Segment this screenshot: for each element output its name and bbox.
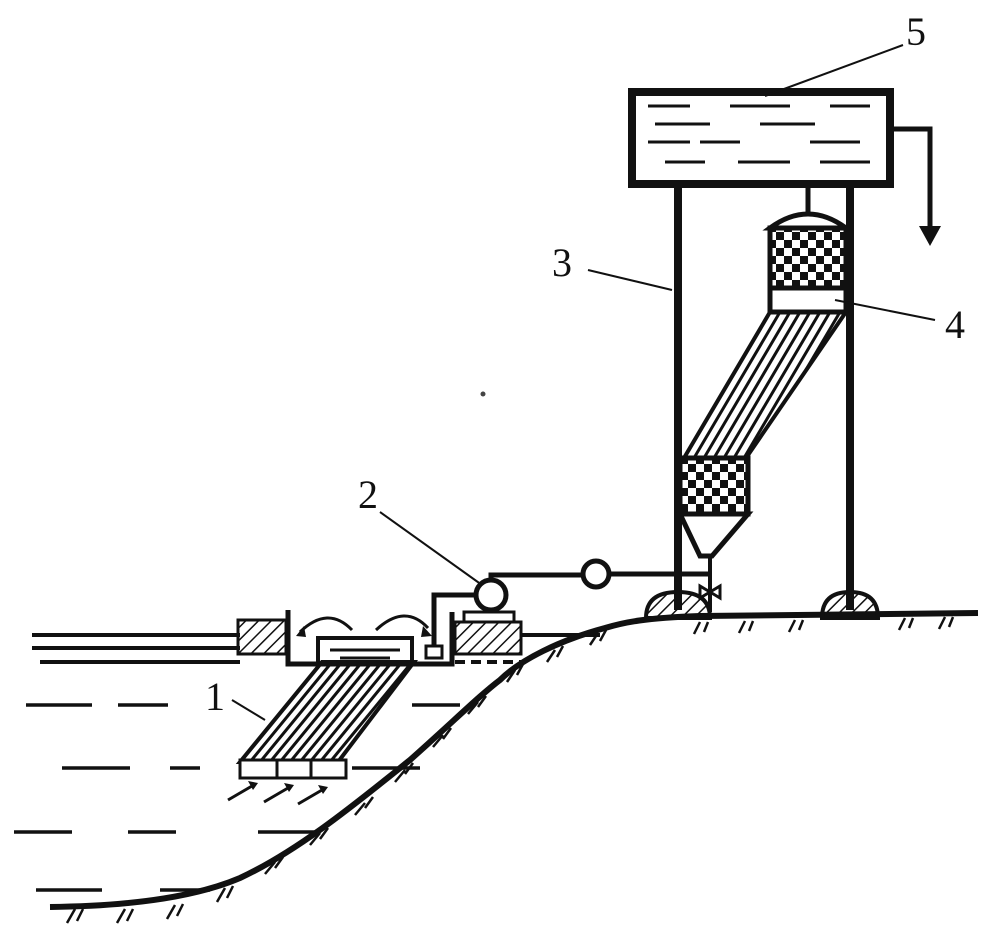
upper-filter — [762, 211, 854, 315]
leader-lines — [231, 44, 936, 721]
intake-left-block — [236, 618, 288, 656]
outlet-arrow — [919, 226, 941, 246]
tower-right-footing — [819, 589, 881, 620]
callout-labels: 1 2 3 4 5 — [205, 9, 965, 719]
pump-and-piping — [424, 556, 722, 660]
speck — [480, 391, 486, 397]
water-surface — [32, 633, 600, 664]
delivery-pipe — [488, 572, 583, 580]
suction-pipe — [431, 592, 476, 648]
lower-filter — [676, 455, 754, 559]
intake-flow-arrow-right — [374, 614, 430, 632]
callout-label-1: 1 — [205, 674, 225, 719]
leader-5 — [764, 44, 904, 97]
tower-left-footing — [643, 589, 713, 620]
pump-foundation — [453, 620, 523, 656]
leader-3 — [587, 269, 673, 291]
callout-label-5: 5 — [906, 9, 926, 54]
inlet-pipe-bundle — [227, 660, 419, 806]
ground-profile — [49, 610, 979, 910]
callout-label-3: 3 — [552, 240, 572, 285]
intake-flow-arrow-left — [298, 616, 354, 634]
outlet-pipe — [890, 126, 933, 230]
hopper — [676, 511, 754, 559]
intake-structure — [236, 610, 523, 667]
inlet-head-2 — [275, 758, 313, 780]
inlet-head-1 — [238, 758, 279, 780]
inlet-head-3 — [309, 758, 348, 780]
leader-4 — [834, 299, 936, 321]
water-body — [14, 703, 460, 892]
inflow-arrows — [227, 784, 323, 806]
elevated-tank — [628, 88, 941, 246]
callout-label-2: 2 — [358, 472, 378, 517]
ground-hatching — [65, 616, 955, 924]
flow-meter — [580, 558, 612, 590]
callout-label-4: 4 — [945, 302, 965, 347]
upper-filter-base — [767, 285, 849, 315]
leader-2 — [379, 511, 483, 586]
tower — [643, 182, 881, 620]
inclined-pipe-bundle — [680, 310, 850, 460]
leader-1 — [231, 699, 266, 721]
pump-base — [462, 610, 516, 624]
valve — [698, 583, 722, 601]
